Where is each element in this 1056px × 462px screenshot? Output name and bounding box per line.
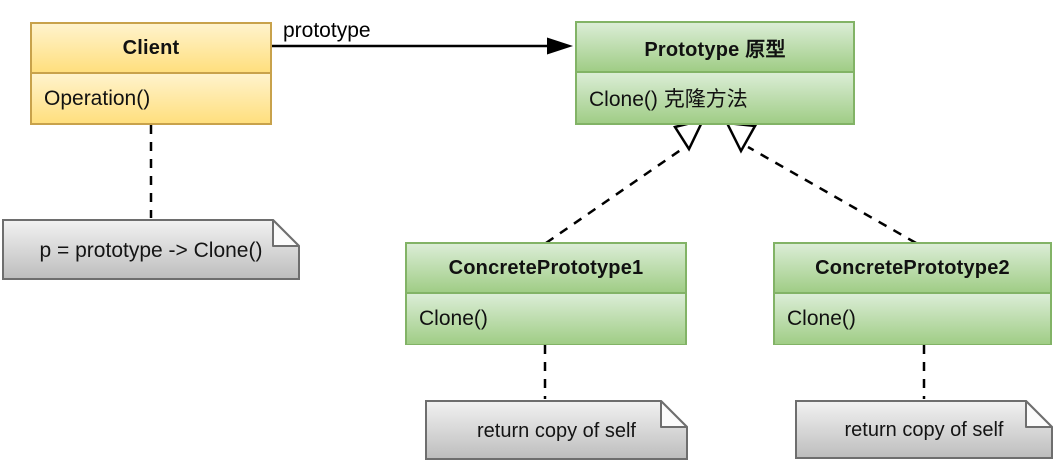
class-prototype: Prototype 原型 Clone() 克隆方法: [575, 21, 855, 125]
note-concrete2: return copy of self: [795, 400, 1053, 459]
class-title: Client: [32, 24, 270, 74]
class-title: ConcretePrototype2: [775, 244, 1050, 294]
association-label: prototype: [283, 19, 371, 42]
class-method: Clone(): [775, 294, 1050, 344]
class-title: ConcretePrototype1: [407, 244, 685, 294]
note-text: return copy of self: [844, 419, 1004, 441]
generalization-edge-concrete1: [545, 145, 686, 245]
class-method: Clone() 克隆方法: [577, 73, 853, 123]
note-shape-icon: [425, 400, 688, 460]
note-client: p = prototype -> Clone(): [2, 219, 300, 280]
note-text: return copy of self: [477, 419, 636, 442]
note-shape-icon: [2, 219, 300, 280]
association-arrowhead-icon: [547, 37, 573, 55]
class-concrete-prototype1: ConcretePrototype1 Clone(): [405, 242, 687, 345]
class-concrete-prototype2: ConcretePrototype2 Clone(): [773, 242, 1052, 345]
class-method: Clone(): [407, 294, 685, 344]
generalization-triangle-icon: [724, 121, 758, 154]
class-title: Prototype 原型: [577, 23, 853, 73]
class-client: Client Operation(): [30, 22, 272, 125]
note-shape-icon: [795, 400, 1053, 459]
note-concrete1: return copy of self: [425, 400, 688, 460]
generalization-edge-concrete2: [747, 145, 917, 245]
note-text: p = prototype -> Clone(): [39, 238, 263, 262]
class-method: Operation(): [32, 74, 270, 123]
